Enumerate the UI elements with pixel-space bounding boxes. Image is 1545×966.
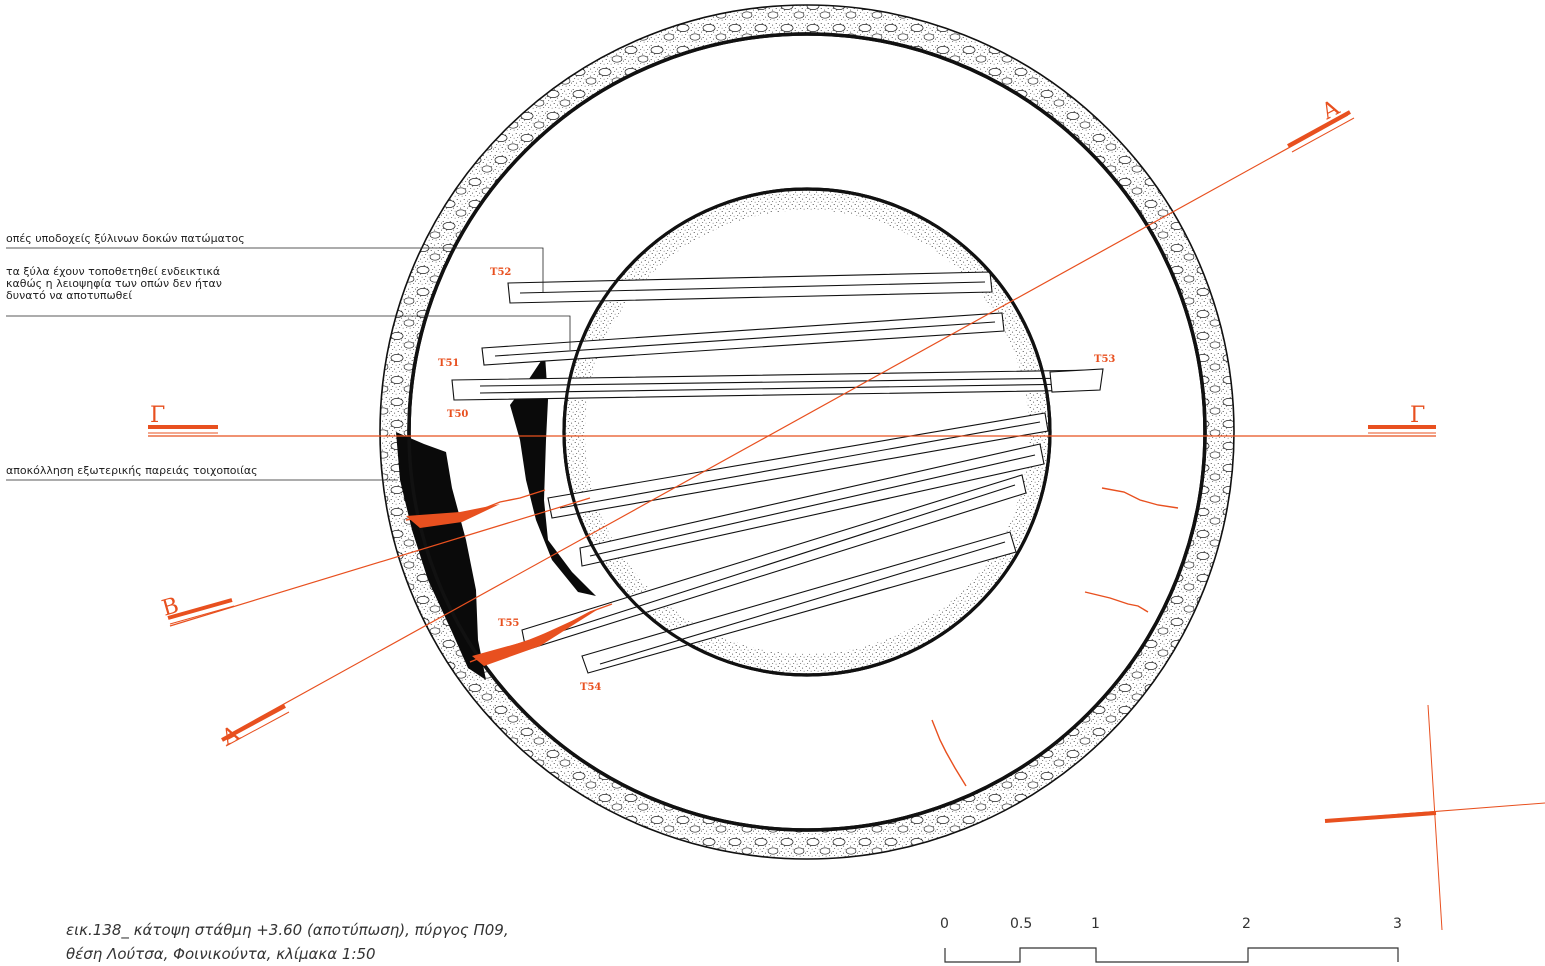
note-line: τα ξύλα έχουν τοποθετηθεί ενδεικτικά — [6, 265, 221, 278]
beam-tag-t50: T50 — [447, 409, 468, 420]
detached-face-inner — [510, 355, 596, 596]
beam-tag-t52: T52 — [490, 267, 511, 278]
detached-face-outer — [396, 432, 486, 680]
note-line: δυνατό να αποτυπωθεί — [6, 289, 133, 302]
figure-caption: εικ.138_ κάτοψη στάθμη +3.60 (αποτύπωση)… — [66, 918, 509, 966]
caption-line-2: θέση Λούτσα, Φοινικούντα, κλίμακα 1:50 — [66, 945, 376, 963]
section-b-label: B — [159, 593, 181, 621]
section-a-top-label: A — [1317, 95, 1345, 126]
note-indicative-beams: τα ξύλα έχουν τοποθετηθεί ενδεικτικά καθ… — [6, 266, 222, 302]
north-arrow — [1324, 704, 1545, 931]
scale-label-1: 1 — [1091, 916, 1100, 932]
note-line: καθώς η λειοψηφία των οπών δεν ήταν — [6, 277, 222, 290]
scale-label-0-5: 0.5 — [1010, 916, 1033, 932]
section-gamma-right-label: Γ — [1410, 403, 1425, 428]
beam-diag-2 — [579, 443, 1045, 567]
note-detached-face: αποκόλληση εξωτερικής παρειάς τοιχοποιία… — [6, 464, 258, 477]
section-line-a — [221, 110, 1355, 747]
scale-label-0: 0 — [940, 916, 949, 932]
caption-line-1: εικ.138_ κάτοψη στάθμη +3.60 (αποτύπωση)… — [66, 921, 509, 939]
beam-tag-t51: T51 — [438, 358, 459, 369]
leader-lines — [6, 247, 571, 481]
crack-fill-left — [406, 504, 500, 528]
section-gamma-left-label: Γ — [150, 403, 165, 428]
section-line-b — [167, 497, 591, 627]
scale-label-3: 3 — [1393, 916, 1402, 932]
crack-fill-lower — [472, 608, 600, 666]
beam-tag-t55: T55 — [498, 618, 519, 629]
section-line-gamma — [148, 425, 1436, 437]
note-beam-sockets: οπές υποδοχείς ξύλινων δοκών πατώματος — [6, 232, 245, 245]
beam-tag-t54: T54 — [580, 682, 601, 693]
beam-t53-end — [1049, 368, 1104, 393]
scale-bar — [944, 947, 1399, 963]
section-a-bottom-label: A — [217, 721, 245, 752]
scale-label-2: 2 — [1242, 916, 1251, 932]
beam-tag-t53: T53 — [1094, 354, 1115, 365]
beam-t54 — [581, 531, 1017, 674]
floor-beams — [451, 271, 1104, 674]
